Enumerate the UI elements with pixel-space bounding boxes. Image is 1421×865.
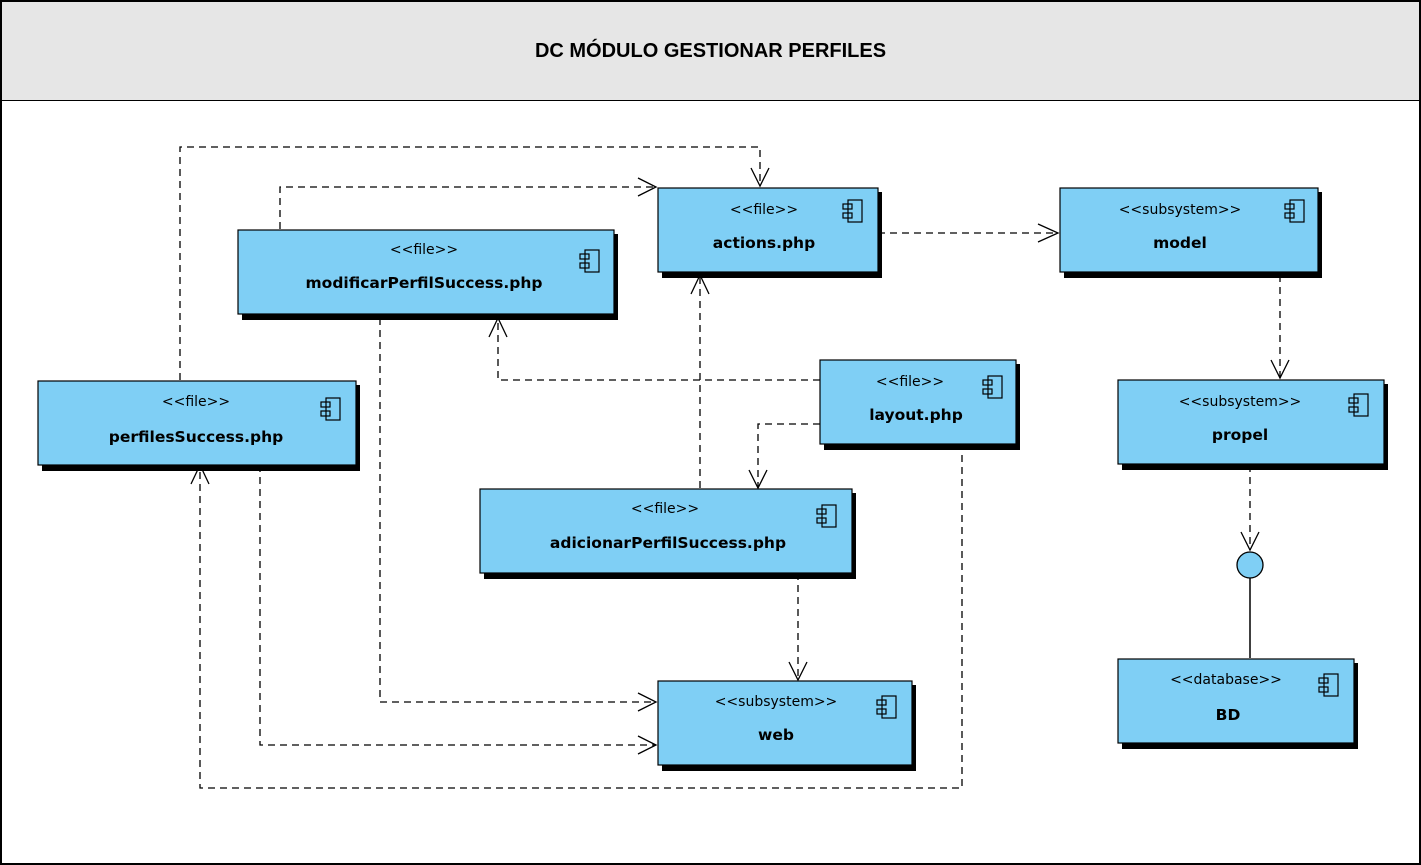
component-icon xyxy=(320,397,341,421)
stereotype-label: <<database>> xyxy=(1170,672,1282,688)
dep-modificar-to-web xyxy=(379,318,658,712)
component-name: web xyxy=(758,726,794,744)
interface-lollipop-icon xyxy=(1236,551,1264,579)
component-web[interactable]: <<subsystem>> web xyxy=(657,680,916,771)
stereotype-label: <<subsystem>> xyxy=(1119,202,1242,218)
component-icon xyxy=(816,504,837,528)
dep-propel-to-interface xyxy=(1240,465,1260,552)
component-name: layout.php xyxy=(869,406,963,424)
dep-perfiles-to-web xyxy=(259,465,658,755)
stereotype-label: <<file>> xyxy=(162,394,230,410)
component-database-bd[interactable]: <<database>> BD xyxy=(1117,658,1358,749)
stereotype-label: <<file>> xyxy=(631,501,699,517)
component-model[interactable]: <<subsystem>> model xyxy=(1059,187,1322,278)
bd-interface-realization xyxy=(1236,551,1264,658)
component-icon xyxy=(1348,393,1369,417)
component-actions[interactable]: <<file>> actions.php xyxy=(657,187,882,278)
dep-layout-to-modificar xyxy=(488,316,820,381)
component-icon xyxy=(876,695,897,719)
component-name: perfilesSuccess.php xyxy=(109,428,283,446)
component-icon xyxy=(579,249,600,273)
diagram-title: DC MÓDULO GESTIONAR PERFILES xyxy=(534,39,887,62)
component-name: actions.php xyxy=(713,234,815,252)
dep-perfiles-to-actions xyxy=(179,146,770,380)
dep-layout-to-adicionar xyxy=(748,423,820,490)
dep-model-to-propel xyxy=(1270,275,1290,380)
component-icon xyxy=(1284,199,1305,223)
component-adicionar-perfil[interactable]: <<file>> adicionarPerfilSuccess.php xyxy=(479,488,856,579)
component-name: model xyxy=(1153,234,1207,252)
diagram-header: DC MÓDULO GESTIONAR PERFILES xyxy=(2,2,1419,101)
component-layout[interactable]: <<file>> layout.php xyxy=(819,359,1020,450)
dep-actions-to-model xyxy=(878,223,1060,243)
stereotype-label: <<subsystem>> xyxy=(715,694,838,710)
stereotype-label: <<file>> xyxy=(730,202,798,218)
dep-adicionar-to-actions xyxy=(690,273,710,488)
component-icon xyxy=(1318,673,1339,697)
component-icon xyxy=(982,375,1003,399)
stereotype-label: <<file>> xyxy=(390,242,458,258)
component-propel[interactable]: <<subsystem>> propel xyxy=(1117,379,1388,470)
component-icon xyxy=(842,199,863,223)
dep-adicionar-to-web xyxy=(788,573,808,682)
component-name: BD xyxy=(1216,706,1241,724)
dep-modificar-to-actions xyxy=(279,177,658,229)
component-modificar-perfil[interactable]: <<file>> modificarPerfilSuccess.php xyxy=(237,229,618,320)
component-perfiles-success[interactable]: <<file>> perfilesSuccess.php xyxy=(37,380,360,471)
stereotype-label: <<subsystem>> xyxy=(1179,394,1302,410)
component-name: propel xyxy=(1212,426,1268,444)
component-name: adicionarPerfilSuccess.php xyxy=(550,534,786,552)
stereotype-label: <<file>> xyxy=(876,374,944,390)
component-name: modificarPerfilSuccess.php xyxy=(306,274,543,292)
